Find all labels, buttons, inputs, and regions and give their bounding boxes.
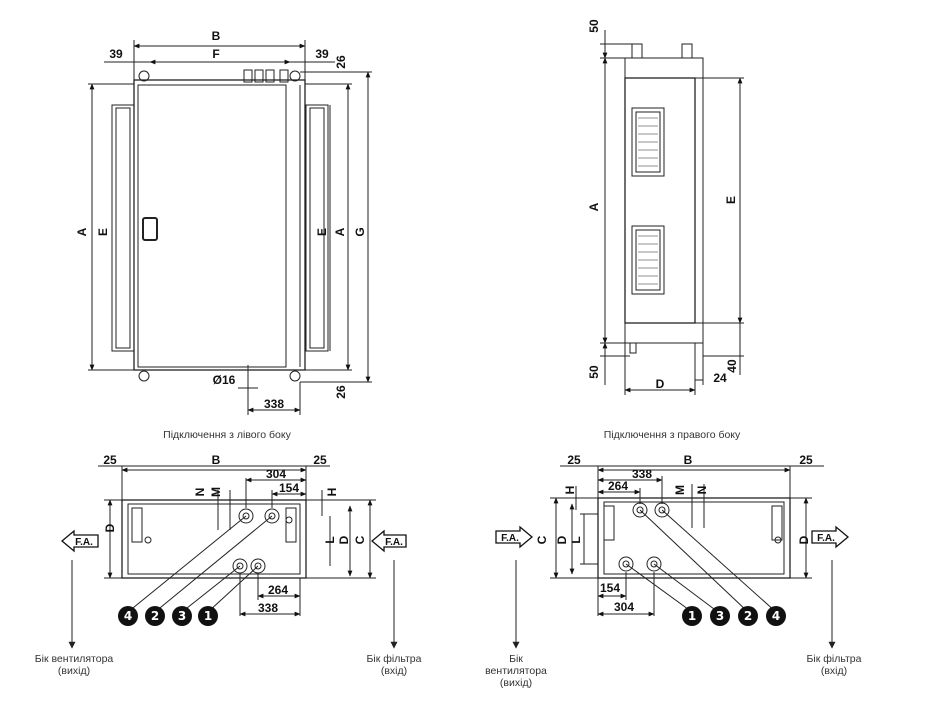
dim-338: 338	[258, 601, 278, 615]
dim-338: 338	[264, 397, 284, 411]
dim-C: C	[353, 535, 367, 544]
dim-25-left: 25	[103, 453, 117, 467]
left-connection-markers: 4 2 3 1	[118, 606, 218, 626]
caption-left-connection: Підключення з лівого боку	[163, 429, 291, 441]
dim-154: 154	[279, 481, 299, 495]
dim-338: 338	[632, 467, 652, 481]
left-plan-view-labels: 25 B 25 304 154 N M H D L D C 264 338	[103, 453, 367, 615]
connection-1: 1	[204, 609, 212, 623]
left-fa-left: F.A.	[60, 529, 99, 553]
left-fa-right: F.A.	[370, 529, 407, 553]
dim-H: H	[325, 488, 339, 497]
dim-264: 264	[268, 583, 288, 597]
dim-M: M	[673, 485, 687, 495]
dim-D-right: D	[337, 535, 351, 544]
connection-2: 2	[744, 609, 752, 623]
left-top-view-labels: B F 39 39 26 A E E A G Ø16 338 26 Підклю…	[75, 29, 367, 441]
dim-50-top: 50	[587, 19, 601, 33]
right-side-view	[600, 30, 744, 395]
dim-C: C	[535, 535, 549, 544]
right-fa-left: F.A.	[495, 525, 534, 549]
dim-A: A	[587, 202, 601, 211]
dim-A-right: A	[333, 227, 347, 236]
dim-304: 304	[614, 600, 634, 614]
dim-264: 264	[608, 479, 628, 493]
dim-B: B	[212, 453, 221, 467]
dim-E-right: E	[315, 228, 329, 236]
dim-N: N	[193, 488, 207, 497]
dim-E-left: E	[96, 228, 110, 236]
right-connection-markers: 1 3 2 4	[682, 606, 786, 626]
svg-text:F.A.: F.A.	[75, 537, 93, 548]
dim-B: B	[212, 29, 221, 43]
dim-F: F	[212, 47, 219, 61]
dim-25-right: 25	[799, 453, 813, 467]
connection-4: 4	[124, 609, 132, 623]
dim-25-left: 25	[567, 453, 581, 467]
dim-E: E	[724, 196, 738, 204]
dim-50-bottom: 50	[587, 365, 601, 379]
svg-text:F.A.: F.A.	[501, 533, 519, 544]
right-plan-view	[512, 465, 836, 649]
dim-pipe-diameter: Ø16	[213, 373, 236, 387]
connection-3: 3	[716, 609, 724, 623]
left-plan-view	[68, 465, 398, 649]
dim-L: L	[569, 536, 583, 543]
dim-L: L	[323, 536, 337, 543]
dim-26-bottom: 26	[334, 385, 348, 399]
connection-3: 3	[178, 609, 186, 623]
dim-39-left: 39	[109, 47, 123, 61]
filter-side-label-right: Бік фільтра(вхід)	[807, 653, 862, 677]
dim-154: 154	[600, 581, 620, 595]
dim-D: D	[656, 377, 665, 391]
dim-39-right: 39	[315, 47, 329, 61]
connection-4: 4	[772, 609, 780, 623]
filter-side-label-left: Бік фільтра(вхід)	[367, 653, 422, 677]
dim-N: N	[695, 486, 709, 495]
left-top-view	[88, 40, 372, 415]
dim-D-right: D	[797, 535, 811, 544]
dim-D-left: D	[555, 535, 569, 544]
dim-26-top: 26	[334, 55, 348, 69]
dim-25-right: 25	[313, 453, 327, 467]
svg-text:F.A.: F.A.	[385, 537, 403, 548]
dim-24: 24	[713, 371, 727, 385]
dim-D-left: D	[103, 523, 117, 532]
dim-304: 304	[266, 467, 286, 481]
right-fa-right: F.A.	[811, 525, 850, 549]
connection-2: 2	[151, 609, 159, 623]
dim-40: 40	[725, 359, 739, 373]
left-side-captions: Бік вентилятора(вихід) Бік фільтра(вхід)	[35, 653, 422, 677]
dim-G: G	[353, 227, 367, 236]
dim-M: M	[209, 487, 223, 497]
right-side-view-labels: 50 A E 50 D 24 40 Підключення з правого …	[587, 19, 741, 441]
dim-B: B	[684, 453, 693, 467]
dim-A-left: A	[75, 227, 89, 236]
svg-text:F.A.: F.A.	[817, 533, 835, 544]
dim-H: H	[563, 486, 577, 495]
connection-1: 1	[688, 609, 696, 623]
caption-right-connection: Підключення з правого боку	[604, 429, 741, 441]
fan-side-label-left: Бік вентилятора(вихід)	[35, 653, 114, 677]
right-plan-view-labels: 25 B 25 338 264 H M N C D L D 154 304	[535, 453, 813, 614]
